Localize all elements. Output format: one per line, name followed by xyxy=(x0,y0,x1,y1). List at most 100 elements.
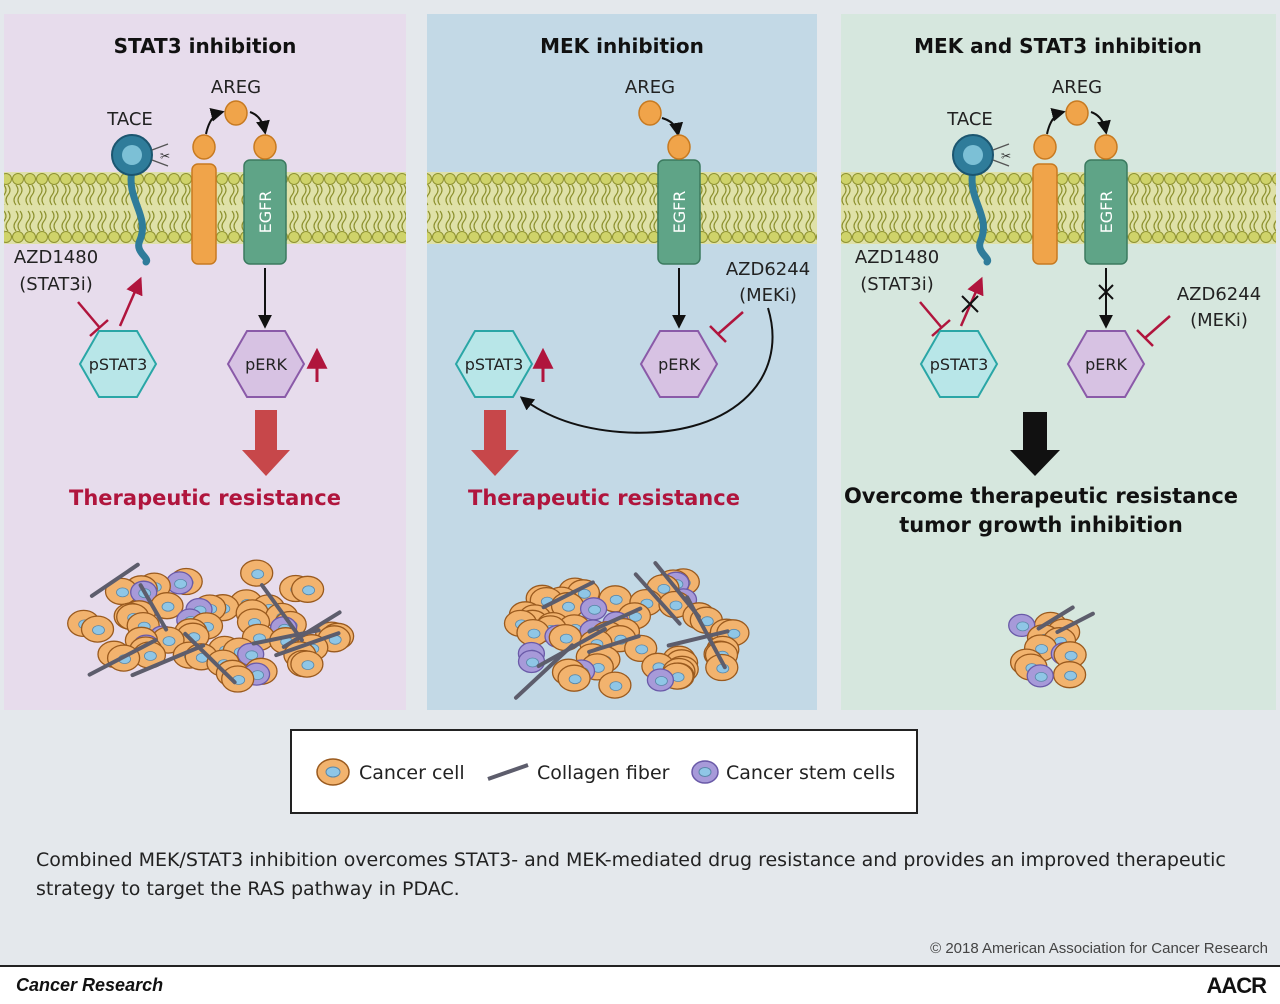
cancer-stem-cell xyxy=(1026,664,1054,688)
panel-1-stat3i-inhibition xyxy=(77,301,109,337)
legend-cancer-cell-label: Cancer cell xyxy=(359,762,465,784)
panel-2-egfr xyxy=(657,134,701,265)
collagen-fiber xyxy=(281,610,342,649)
cancer-cell xyxy=(598,671,632,699)
copyright-notice: © 2018 American Association for Cancer R… xyxy=(930,940,1268,957)
collagen-fiber xyxy=(633,572,682,626)
journal-footer: Cancer Research AACR xyxy=(0,965,1280,1004)
panel-1-perk-node xyxy=(226,330,306,398)
panel-3-inhibitor2-name: AZD6244 xyxy=(1177,284,1261,305)
panel-3-inhibitor2-class: (MEKi) xyxy=(1190,310,1248,331)
legend-collagen-fiber-label: Collagen fiber xyxy=(537,762,670,784)
cancer-stem-cell xyxy=(1008,613,1036,638)
collagen-fiber xyxy=(1036,605,1075,631)
legend-cancer-stem-cells-label: Cancer stem cells xyxy=(726,762,895,784)
panel-3-perk-node xyxy=(1066,330,1146,398)
panel-2-tumor xyxy=(503,561,750,700)
collagen-fiber xyxy=(130,643,206,678)
panel-2-outcome-arrow xyxy=(471,410,519,476)
panel-1-areg-free xyxy=(224,100,248,126)
panel-3-title: MEK and STAT3 inhibition xyxy=(914,34,1202,58)
panel-2-pstat3-label: pSTAT3 xyxy=(465,355,524,374)
pathway-diagram: STAT3 inhibition TACE ✂ AREG EGFR AZD148… xyxy=(0,0,1280,965)
legend: Cancer cell Collagen fiber Cancer stem c… xyxy=(290,729,918,814)
panel-2-egfr-label: EGFR xyxy=(670,191,689,234)
collagen-fiber xyxy=(183,631,237,685)
panel-1-outcome: Therapeutic resistance xyxy=(69,486,341,510)
panel-2-outcome: Therapeutic resistance xyxy=(468,486,740,510)
panel-3-blocked-stat3-signal xyxy=(961,295,979,313)
aacr-logo: AACR xyxy=(1206,973,1267,998)
panel-mek-inhibition: MEK inhibition AREG EGFR AZD6244 (MEKi) … xyxy=(427,14,817,710)
panel-1-perk-label: pERK xyxy=(245,355,287,374)
panel-3-background xyxy=(841,14,1276,710)
svg-text:✂: ✂ xyxy=(160,149,170,163)
svg-text:✂: ✂ xyxy=(1001,149,1011,163)
panel-1-inhibitor-name: AZD1480 xyxy=(14,247,98,268)
panel-2-perk-node xyxy=(639,330,719,398)
panel-2-feedback-arrow xyxy=(519,307,774,434)
panel-1-title: STAT3 inhibition xyxy=(114,34,297,58)
collagen-fiber xyxy=(259,583,304,642)
cancer-cell xyxy=(221,665,255,693)
panel-1-pro-areg xyxy=(191,163,217,265)
panel-3-outcome-line-1: Overcome therapeutic resistance xyxy=(844,484,1238,508)
cancer-stem-cell xyxy=(579,597,608,621)
panel-1-inhibitor-class: (STAT3i) xyxy=(19,274,92,295)
cancer-cell xyxy=(80,615,115,643)
panel-3-inhibitor-name: AZD1480 xyxy=(855,247,939,268)
panel-2-inhibitor-class: (MEKi) xyxy=(739,285,797,306)
collagen-fiber xyxy=(87,638,158,677)
collagen-fiber xyxy=(653,561,701,619)
collagen-fiber xyxy=(536,627,607,668)
legend-cancer-cell-icon xyxy=(316,758,350,786)
panel-3-egfr-label: EGFR xyxy=(1097,191,1116,234)
panel-1-egfr xyxy=(243,134,287,265)
cancer-cell xyxy=(104,577,139,606)
panel-3-areg-label: AREG xyxy=(1052,77,1102,98)
panel-3-meki-inhibition xyxy=(1136,315,1171,347)
cancer-cell xyxy=(1052,661,1087,689)
cancer-cell xyxy=(557,664,591,692)
panel-3-perk-label: pERK xyxy=(1085,355,1127,374)
panel-1-outcome-arrow xyxy=(242,410,290,476)
panel-1-pstat3-label: pSTAT3 xyxy=(89,355,148,374)
panel-3-outcome-line-2: tumor growth inhibition xyxy=(899,513,1183,537)
legend-cancer-stem-cell-icon xyxy=(691,760,719,784)
cancer-cell xyxy=(516,618,550,647)
panel-3-stat3i-inhibition xyxy=(919,301,951,337)
collagen-fiber xyxy=(541,580,595,610)
cancer-stem-cell xyxy=(517,649,546,674)
panel-2-areg-label: AREG xyxy=(625,77,675,98)
panel-3-tace-label: TACE xyxy=(946,109,993,130)
panel-stat3-inhibition: STAT3 inhibition TACE ✂ AREG EGFR AZD148… xyxy=(4,14,406,710)
panel-3-membrane xyxy=(841,172,1276,244)
panel-1-tace-icon: ✂ xyxy=(111,134,170,266)
journal-name: Cancer Research xyxy=(16,975,164,995)
cancer-cell xyxy=(290,650,324,678)
panel-3-inhibitor-class: (STAT3i) xyxy=(860,274,933,295)
collagen-fiber xyxy=(138,583,169,632)
collagen-fiber xyxy=(89,562,140,598)
panel-3-pstat3-node xyxy=(919,330,999,398)
cancer-cell xyxy=(290,575,325,603)
panel-mek-and-stat3-inhibition: MEK and STAT3 inhibition TACE ✂ AREG EGF… xyxy=(841,14,1276,710)
figure-caption: Combined MEK/STAT3 inhibition overcomes … xyxy=(36,849,1226,900)
panel-3-tumor xyxy=(1008,605,1095,689)
collagen-fiber xyxy=(274,631,341,658)
panel-1-tumor xyxy=(67,559,355,693)
panel-2-inhibitor-name: AZD6244 xyxy=(726,259,810,280)
collagen-fiber xyxy=(1055,611,1095,634)
panel-2-pstat3-node xyxy=(454,330,534,398)
panel-2-membrane xyxy=(427,172,817,244)
cancer-cell xyxy=(240,559,274,587)
panel-1-background xyxy=(4,14,406,710)
panel-3-outcome-arrow xyxy=(1010,412,1060,476)
collagen-fiber xyxy=(587,606,643,634)
panel-3-blocked-erk-signal xyxy=(1098,284,1114,300)
collagen-fiber xyxy=(587,634,641,654)
collagen-fiber xyxy=(251,628,321,646)
cancer-stem-cell xyxy=(646,668,675,692)
panel-1-egfr-label: EGFR xyxy=(256,191,275,234)
legend-collagen-fiber-icon xyxy=(487,763,529,781)
